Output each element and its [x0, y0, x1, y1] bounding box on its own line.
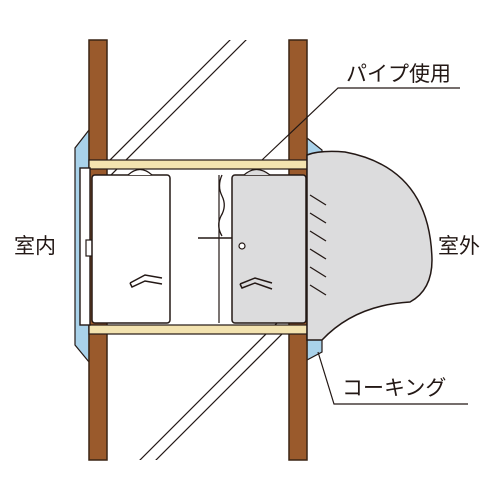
leader-pipe: [261, 87, 460, 161]
label-outdoor: 室外: [438, 234, 480, 258]
indoor-unit-tab: [127, 168, 153, 176]
outdoor-handle: [239, 277, 273, 290]
outdoor-screw: [238, 242, 246, 250]
hood-louvers: [309, 194, 327, 296]
indoor-handle: [129, 274, 163, 288]
outdoor-unit-tab: [243, 168, 271, 176]
label-caulking: コーキング: [342, 376, 447, 400]
frame-top: [88, 159, 308, 170]
label-indoor: 室内: [14, 234, 56, 258]
leader-caulking: [317, 351, 468, 405]
outdoor-hood: [306, 150, 433, 341]
frame-bottom: [88, 324, 308, 335]
label-pipe-use: パイプ使用: [346, 62, 451, 86]
indoor-unit: [91, 174, 171, 324]
